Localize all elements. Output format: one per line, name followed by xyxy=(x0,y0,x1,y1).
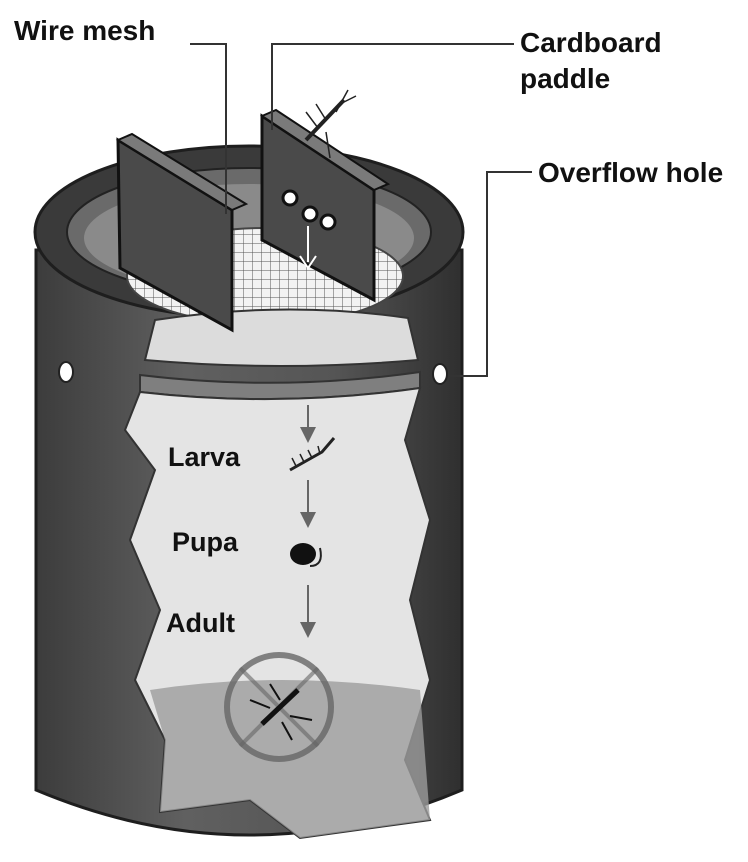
cardboard-paddle-label-line1: Cardboard xyxy=(520,27,662,58)
adult-label: Adult xyxy=(166,608,235,638)
cardboard-paddle-leader xyxy=(272,44,514,130)
overflow-hole-right xyxy=(433,364,447,384)
larva-label: Larva xyxy=(168,442,241,472)
cutaway-upper xyxy=(145,309,418,366)
egg-1 xyxy=(283,191,297,205)
overflow-hole-left xyxy=(59,362,73,382)
pupa-label: Pupa xyxy=(172,527,239,557)
egg-2 xyxy=(303,207,317,221)
wire-mesh-label: Wire mesh xyxy=(14,15,155,46)
cardboard-paddle-label-line2: paddle xyxy=(520,63,610,94)
egg-3 xyxy=(321,215,335,229)
overflow-hole-label: Overflow hole xyxy=(538,157,723,188)
